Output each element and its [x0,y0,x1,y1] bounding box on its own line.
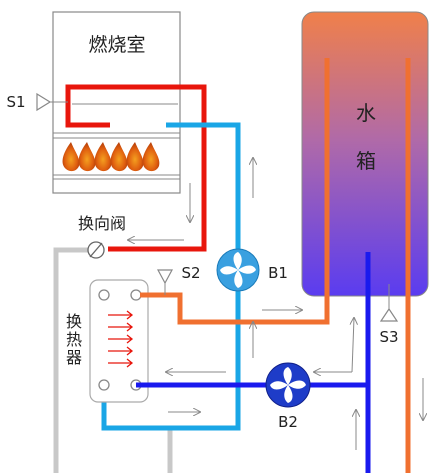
flame-icon [62,142,80,172]
hot-pipe [65,84,130,128]
combustion-chamber-label: 燃烧室 [88,34,145,56]
flame-icon [110,142,128,172]
tank-label-2: 箱 [356,149,376,173]
sensor-s3-label: S3 [379,328,398,346]
flame-icon [142,142,160,172]
heat-exchanger-label-2: 热 [66,330,82,349]
burner-flames [62,142,160,172]
hot-pipe [108,84,207,252]
flow-arrows [128,158,423,450]
reversing-valve [87,241,105,259]
hx-port [98,379,110,391]
heat-exchanger-label-3: 器 [66,348,82,367]
tank-label-1: 水 [356,101,376,125]
pump-b2-label: B2 [278,413,298,431]
heat-exchanger-label-1: 换 [66,312,82,331]
pump-b1-label: B1 [268,264,288,282]
flow-arrow-icon [352,318,354,373]
sensor-s1-label: S1 [6,93,25,111]
sensor-s2 [156,269,174,295]
fan-icon [270,367,306,403]
heat-transfer-arrows [108,310,134,368]
flame-icon [94,142,112,172]
water-tank [301,11,429,297]
flame-icon [78,142,96,172]
valve-label: 换向阀 [78,214,126,233]
pump-b2 [265,362,311,408]
sensor-s2-label: S2 [181,264,200,282]
pump-b1 [216,248,260,292]
hx-port [130,289,142,301]
tank-hot-pipe [140,58,330,325]
fan-icon [220,252,256,288]
sensor-s3 [379,284,399,322]
hx-port [98,289,110,301]
flame-icon [126,142,144,172]
gray-pipe [53,247,96,473]
sensor-s1 [36,92,68,112]
